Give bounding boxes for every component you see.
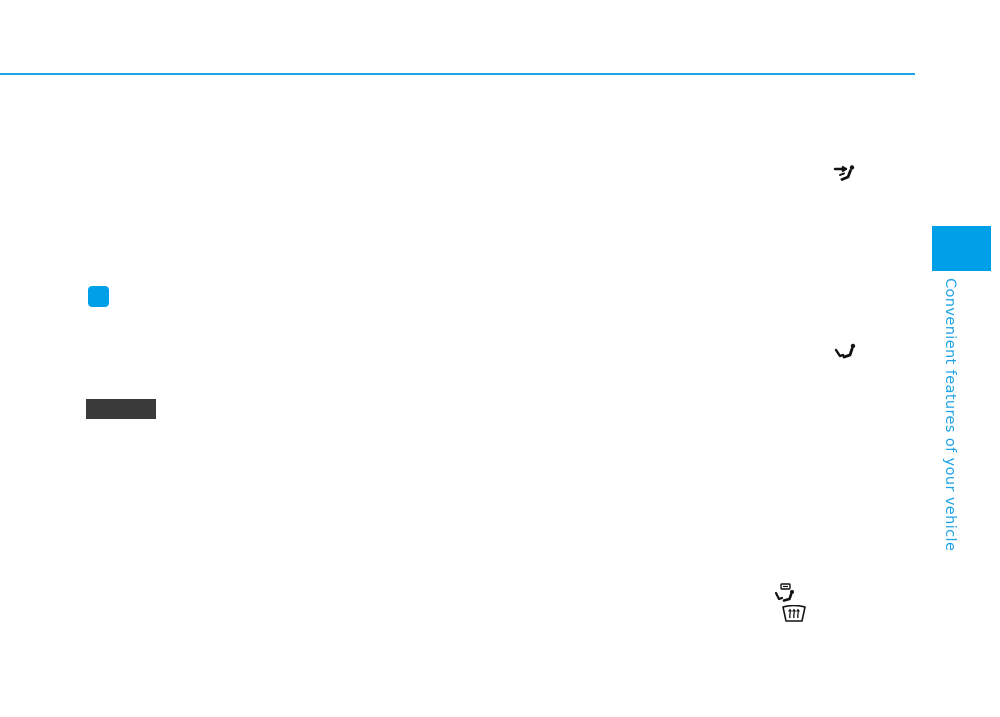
header-rule xyxy=(0,73,915,75)
note-marker-icon xyxy=(88,286,109,307)
face-level-airflow-icon xyxy=(833,164,857,184)
floor-defrost-airflow-icon xyxy=(775,583,797,603)
floor-level-airflow-icon xyxy=(834,343,858,361)
section-label-box xyxy=(86,399,156,419)
chapter-tab xyxy=(932,226,991,271)
windshield-defrost-icon xyxy=(781,605,807,623)
chapter-side-title: Convenient features of your vehicle xyxy=(942,278,958,552)
